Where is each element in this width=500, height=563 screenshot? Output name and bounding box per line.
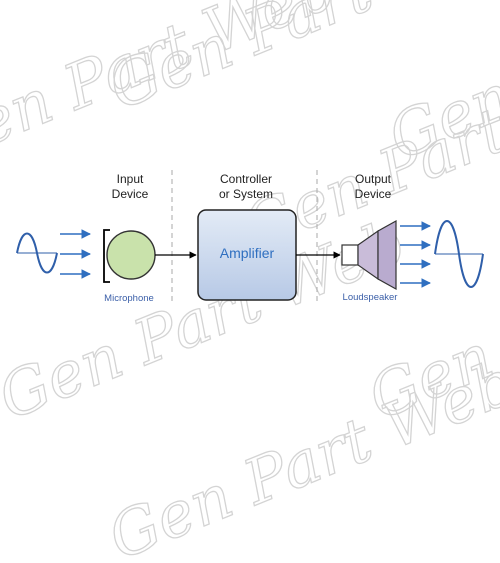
microphone-label: Microphone	[104, 293, 154, 304]
speaker-magnet-icon	[341, 244, 359, 266]
loudspeaker-label: Loudspeaker	[343, 292, 398, 303]
output-heading-line1: Output	[355, 172, 392, 186]
microphone-bracket-icon	[103, 229, 110, 283]
microphone-icon	[106, 230, 156, 280]
controller-heading-line2: or System	[219, 187, 273, 201]
watermark-text: Gen Part Web	[98, 345, 500, 563]
input-heading-line1: Input	[117, 172, 144, 186]
controller-heading-line1: Controller	[220, 172, 272, 186]
amplifier-label: Amplifier	[220, 245, 275, 261]
input-heading-line2: Device	[112, 187, 149, 201]
speaker-cone-rim-icon	[377, 219, 397, 291]
output-heading-line2: Device	[355, 187, 392, 201]
